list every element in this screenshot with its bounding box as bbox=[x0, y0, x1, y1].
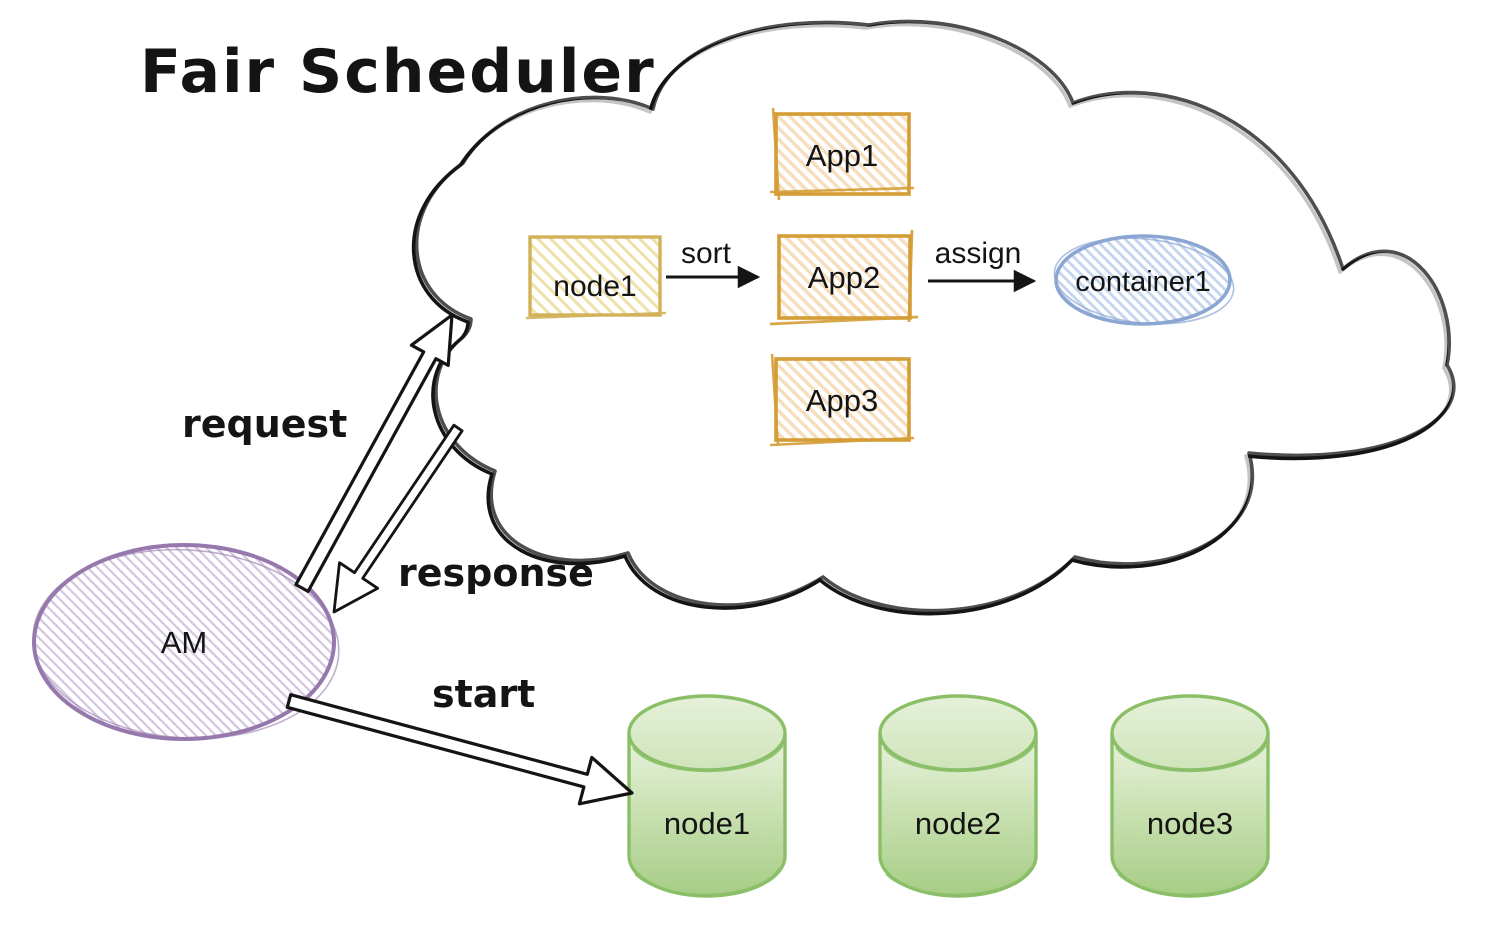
node1-box: node1 bbox=[525, 235, 667, 320]
app1-box: App1 bbox=[769, 107, 915, 201]
cylinder-node1: node1 bbox=[627, 694, 787, 898]
response-arrow: response bbox=[332, 423, 594, 614]
container1-label: container1 bbox=[1075, 266, 1210, 298]
am-label: AM bbox=[161, 625, 208, 660]
cylinder-node2: node2 bbox=[878, 694, 1038, 898]
sort-arrow: sort bbox=[666, 237, 761, 289]
node1-box-label: node1 bbox=[553, 270, 636, 303]
cylinder-node1-sketch bbox=[632, 744, 784, 896]
app1-box-label: App1 bbox=[806, 138, 878, 173]
assign-arrow: assign bbox=[928, 237, 1037, 293]
app2-box: App2 bbox=[769, 229, 919, 326]
container1-sketch bbox=[1053, 237, 1235, 325]
start-arrow: start bbox=[285, 672, 634, 806]
am-ellipse: AM bbox=[32, 543, 340, 741]
app3-box: App3 bbox=[769, 353, 915, 447]
assign-label: assign bbox=[935, 237, 1022, 270]
app2-box-label: App2 bbox=[808, 260, 880, 295]
request-label: request bbox=[182, 402, 347, 446]
app2-box-sketch bbox=[769, 229, 919, 326]
cylinder-node2-sketch bbox=[883, 744, 1035, 896]
diagram-title: Fair Scheduler bbox=[140, 37, 656, 107]
cluster-nodes: node1 node2 node3 bbox=[627, 694, 1270, 898]
container1-ellipse: container1 bbox=[1053, 234, 1235, 326]
start-label: start bbox=[432, 672, 535, 716]
cluster-node3-label: node3 bbox=[1147, 806, 1233, 841]
app3-box-label: App3 bbox=[806, 383, 878, 418]
app1-box-sketch bbox=[769, 107, 915, 201]
app3-box-sketch bbox=[769, 353, 915, 447]
cylinder-node3-sketch bbox=[1115, 744, 1267, 896]
cluster-node1-label: node1 bbox=[664, 806, 750, 841]
cylinder-node3: node3 bbox=[1110, 694, 1270, 898]
scheduler-cloud: node1 App1 App2 App3 container1 bbox=[411, 19, 1456, 616]
am-sketch bbox=[32, 548, 340, 740]
node1-box-sketch bbox=[525, 311, 667, 320]
sort-label: sort bbox=[681, 237, 732, 270]
request-arrow: request bbox=[182, 313, 454, 594]
cluster-node2-label: node2 bbox=[915, 806, 1001, 841]
response-label: response bbox=[398, 551, 594, 595]
